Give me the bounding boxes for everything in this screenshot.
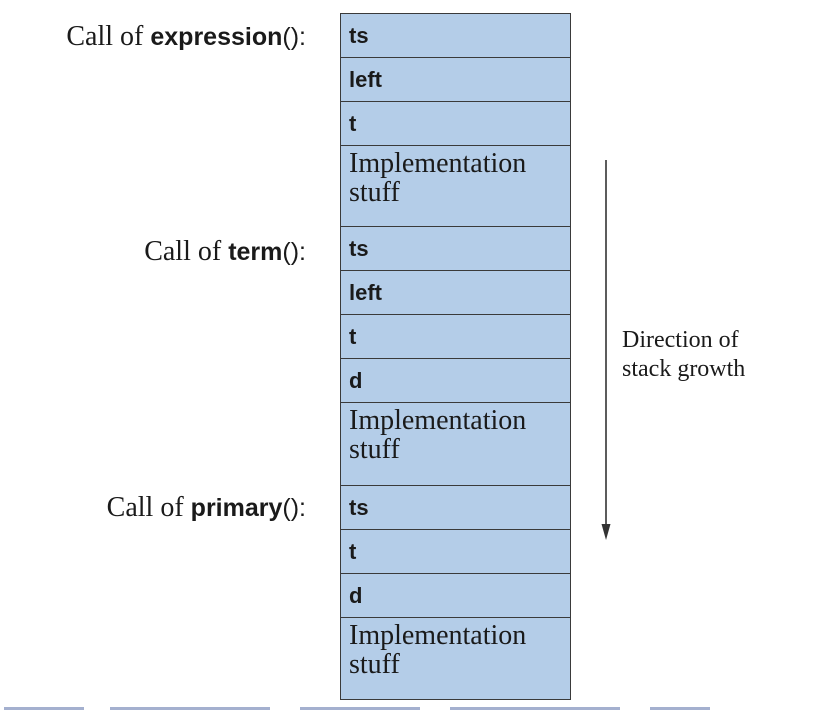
- call-expression-label: Call of expression():: [66, 21, 306, 52]
- cropped-caption-strip: [0, 706, 838, 716]
- function-name: expression: [150, 23, 283, 51]
- stack-cell: ts: [340, 485, 571, 530]
- stack-cell: t: [340, 314, 571, 359]
- stack-growth-label: Direction of stack growth: [622, 327, 746, 382]
- stack-cell-implementation: Implementation stuff: [340, 402, 571, 486]
- function-name: term: [228, 238, 283, 266]
- stack-cell: d: [340, 573, 571, 618]
- call-term-label: Call of term():: [144, 236, 306, 267]
- stack-cell: ts: [340, 226, 571, 271]
- stack-cell: d: [340, 358, 571, 403]
- stack-cell-implementation: Implementation stuff: [340, 617, 571, 700]
- function-name: primary: [190, 494, 283, 522]
- stack-cell-implementation: Implementation stuff: [340, 145, 571, 227]
- stack-cell: left: [340, 57, 571, 102]
- stack-cell: ts: [340, 13, 571, 58]
- stack-cell: t: [340, 101, 571, 146]
- stack-cell: t: [340, 529, 571, 574]
- growth-arrow-icon: [601, 160, 611, 540]
- call-primary-label: Call of primary():: [106, 492, 306, 523]
- stack-cell: left: [340, 270, 571, 315]
